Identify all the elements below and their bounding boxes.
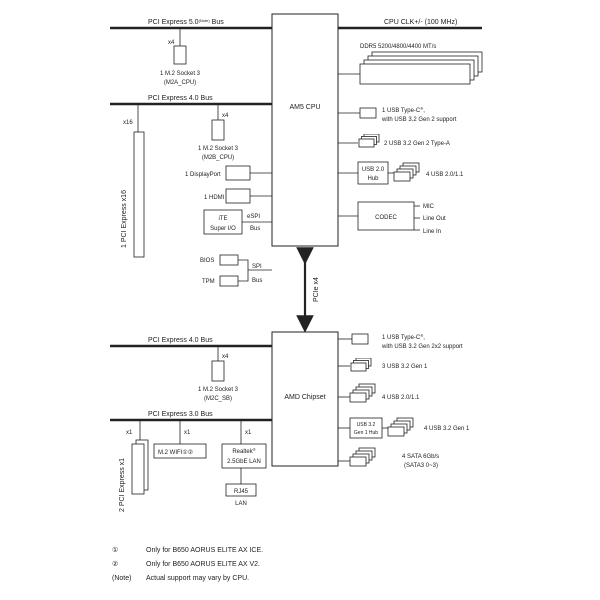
usb20-hub-line2: Hub (367, 176, 379, 182)
pcie-x16-slot-icon (133, 131, 145, 258)
realtek-lan-box (221, 443, 267, 469)
m2a-label-line1: 1 M.2 Socket 3 (160, 71, 201, 77)
pcie-x4-link-label: PCIe x4 (313, 277, 320, 302)
bios-chip-icon (219, 254, 239, 266)
m2c-label-line2: (M2C_SB) (204, 396, 232, 402)
m2-wifi-label: M.2 WIFI①② (158, 449, 193, 456)
ite-label-line1: iTE (219, 216, 228, 222)
spi-label: SPI (252, 264, 262, 270)
footnote-1-text: Only for B650 AORUS ELITE AX ICE. (146, 547, 263, 554)
cpu-clock-label: CPU CLK+/- (100 MHz) (384, 19, 457, 26)
cpu-usb20-ports-label: 4 USB 2.0/1.1 (426, 172, 464, 178)
pcie-x16-slot-label: 1 PCI Express x16 (121, 190, 128, 248)
chipset-usb32-gen1-icon (350, 358, 372, 372)
x16-lanes: x16 (123, 120, 133, 126)
pcie5-bus-label: PCI Express 5.0(Note) Bus (148, 18, 224, 26)
cpu-pcie4-bus-label: PCI Express 4.0 Bus (148, 95, 213, 102)
realtek-label-line1: Realtek® (232, 447, 255, 455)
footnote-3-mark: (Note) (112, 575, 131, 582)
tpm-chip-icon (219, 275, 239, 287)
displayport-icon (225, 165, 251, 181)
usb32-hub-line2: Gen 1 Hub (354, 430, 378, 436)
m2c-socket-icon (211, 360, 225, 382)
cpu-usb-typec-line1: 1 USB Type-C®, (382, 106, 425, 114)
m2b-label-line2: (M2B_CPU) (202, 155, 234, 161)
pcie-x1-slot-lanes: x1 (126, 430, 133, 436)
chipset-hub-usb32-ports-icon (387, 417, 414, 437)
sata-ports-icon (349, 447, 376, 467)
tpm-label: TPM (202, 279, 215, 285)
ddr5-label: DDR5 5200/4800/4400 MT/s (360, 44, 436, 50)
codec-box (357, 201, 415, 231)
am5-cpu-label: AM5 CPU (289, 104, 320, 111)
usb32-hub-line1: USB 3.2 (357, 422, 376, 428)
footnote-2-text: Only for B650 AORUS ELITE AX V2. (146, 561, 260, 568)
rj45-label: RJ45 (234, 489, 249, 495)
sata-label-line1: 4 SATA 6Gb/s (402, 454, 439, 460)
audio-line-in-label: Line In (423, 229, 441, 235)
cpu-usb-typec-icon (359, 107, 377, 119)
chipset-usb20-ports-icon (349, 383, 376, 403)
amd-chipset-label: AMD Chipset (284, 394, 325, 401)
cpu-usb20-ports-icon (393, 162, 420, 182)
footnote-1-mark: ① (112, 546, 118, 554)
spi-bus-label: Bus (252, 278, 262, 284)
m2a-lanes: x4 (168, 40, 175, 46)
footnote-3-text: Actual support may vary by CPU. (146, 575, 249, 582)
chipset-pcie4-bus-label: PCI Express 4.0 Bus (148, 337, 213, 344)
ite-label-line2: Super I/O (210, 226, 236, 232)
chipset-usb32-gen1-label: 3 USB 3.2 Gen 1 (382, 364, 428, 370)
m2a-socket-icon (173, 45, 187, 65)
chipset-usb-typec-line1: 1 USB Type-C®, (382, 333, 425, 341)
sata-label-line2: (SATA3 0~3) (404, 463, 438, 469)
lan-lanes: x1 (245, 430, 252, 436)
displayport-label: 1 DisplayPort (185, 172, 221, 178)
realtek-label-line2: 2.5GbE LAN (227, 459, 261, 465)
chipset-hub-usb32-ports-label: 4 USB 3.2 Gen 1 (424, 426, 470, 432)
m2b-label-line1: 1 M.2 Socket 3 (198, 146, 239, 152)
cpu-usb-typec-line2: with USB 3.2 Gen 2 support (381, 117, 457, 123)
am5-cpu-block (271, 13, 339, 247)
espi-bus-label: Bus (250, 226, 260, 232)
bios-label: BIOS (200, 258, 214, 264)
codec-label: CODEC (375, 215, 397, 221)
pcie-x1-slots-icon (131, 439, 149, 495)
m2c-lanes: x4 (222, 354, 229, 360)
audio-line-out-label: Line Out (423, 216, 446, 222)
cpu-usb32-gen2-typea-icon (358, 134, 380, 148)
lan-label: LAN (235, 501, 247, 507)
footnote-2-mark: ② (112, 560, 118, 568)
cpu-usb32-gen2-typea-label: 2 USB 3.2 Gen 2 Type-A (384, 141, 450, 147)
chipset-usb-typec-icon (351, 333, 369, 345)
usb20-hub-line1: USB 2.0 (362, 167, 385, 173)
espi-label: eSPI (247, 214, 260, 220)
m2-wifi-box (153, 443, 207, 459)
m2b-socket-icon (211, 119, 225, 141)
chipset-usb-typec-line2: with USB 3.2 Gen 2x2 support (381, 344, 463, 350)
rj45-box (225, 483, 257, 497)
pcie-x1-slots-label: 2 PCI Express x1 (119, 458, 126, 512)
pcie3-bus-label: PCI Express 3.0 Bus (148, 411, 213, 418)
amd-chipset-block (271, 331, 339, 467)
hdmi-label: 1 HDMI (204, 195, 225, 201)
chipset-usb20-ports-label: 4 USB 2.0/1.1 (382, 395, 420, 401)
m2c-label-line1: 1 M.2 Socket 3 (198, 387, 239, 393)
wifi-lanes: x1 (184, 430, 191, 436)
hdmi-icon (225, 188, 251, 204)
ddr5-dimm-stack-icon (359, 51, 483, 85)
footnotes: ① Only for B650 AORUS ELITE AX ICE. ② On… (112, 546, 263, 582)
m2b-lanes: x4 (222, 113, 229, 119)
audio-mic-label: MIC (423, 204, 435, 210)
m2a-label-line2: (M2A_CPU) (164, 80, 196, 86)
ite-super-io-box (203, 209, 243, 235)
